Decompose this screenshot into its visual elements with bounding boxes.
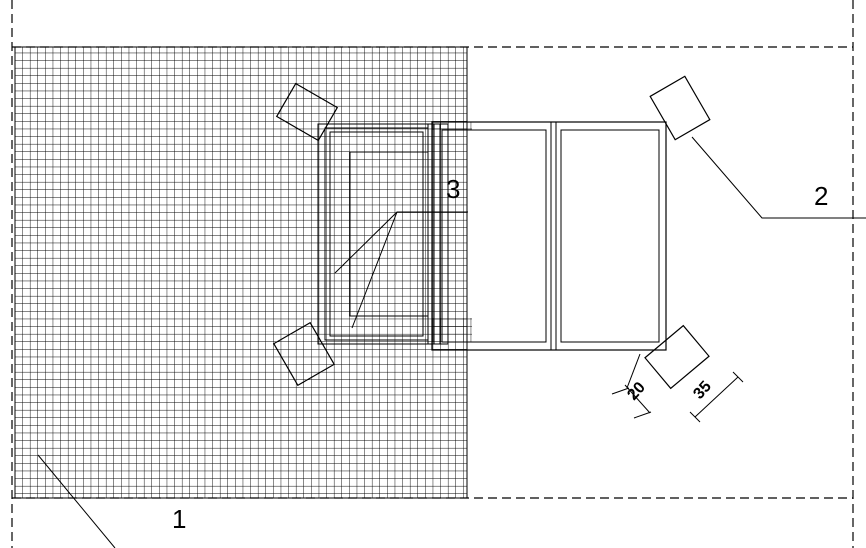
dimension-label-20: 20 bbox=[624, 379, 649, 404]
dimension-20 bbox=[611, 353, 652, 419]
corner-pad-bottom-left bbox=[272, 321, 336, 387]
dimension-35 bbox=[689, 371, 744, 423]
callout-label-2: 2 bbox=[814, 181, 828, 211]
corner-pad-top-right bbox=[649, 75, 711, 141]
leader-lines bbox=[37, 136, 866, 548]
frame-structure bbox=[317, 123, 449, 345]
double-panel bbox=[431, 121, 667, 351]
dimension-label-35: 35 bbox=[690, 378, 715, 403]
callout-label-3: 3 bbox=[446, 174, 460, 204]
grid-hatched-area bbox=[14, 46, 468, 499]
corner-pad-bottom-right bbox=[644, 324, 710, 390]
callout-label-1: 1 bbox=[172, 504, 186, 534]
corner-pad-top-left bbox=[275, 82, 339, 142]
